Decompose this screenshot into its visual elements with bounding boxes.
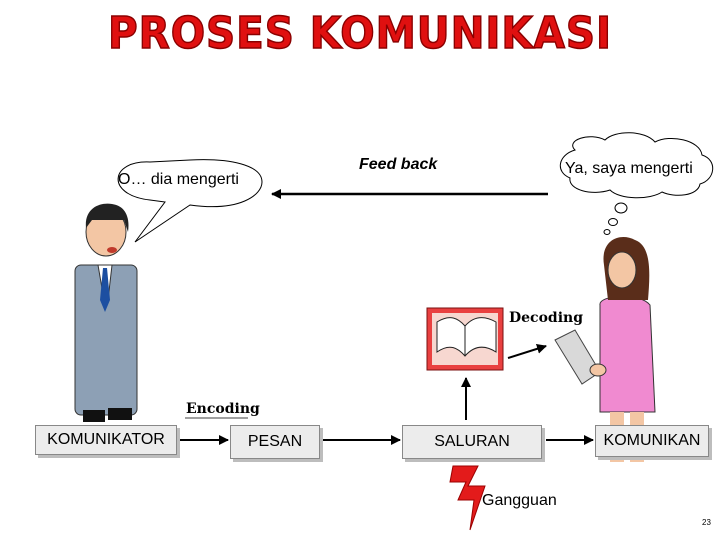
saluran-box: SALURAN bbox=[402, 425, 542, 459]
man-illustration bbox=[74, 203, 138, 422]
speech-bubble-text: O… dia mengerti bbox=[118, 171, 239, 188]
speech-bubble bbox=[117, 159, 263, 243]
thought-bubble bbox=[560, 132, 714, 235]
thought-bubble-text: Ya, saya mengerti bbox=[565, 160, 693, 177]
lightning-icon bbox=[449, 465, 486, 531]
encoding-label: Encoding bbox=[186, 401, 260, 417]
book-illustration bbox=[426, 307, 504, 371]
noise-label: Gangguan bbox=[482, 492, 557, 509]
pesan-box: PESAN bbox=[230, 425, 320, 459]
page-number: 23 bbox=[702, 518, 711, 527]
komunikan-box: KOMUNIKAN bbox=[595, 425, 709, 457]
page-title: PROSES KOMUNIKASI bbox=[107, 7, 612, 60]
komunikator-box: KOMUNIKATOR bbox=[35, 425, 177, 455]
feedback-label: Feed back bbox=[359, 156, 438, 173]
decoding-label: Decoding bbox=[509, 310, 583, 326]
decoding-arrow bbox=[507, 343, 547, 359]
